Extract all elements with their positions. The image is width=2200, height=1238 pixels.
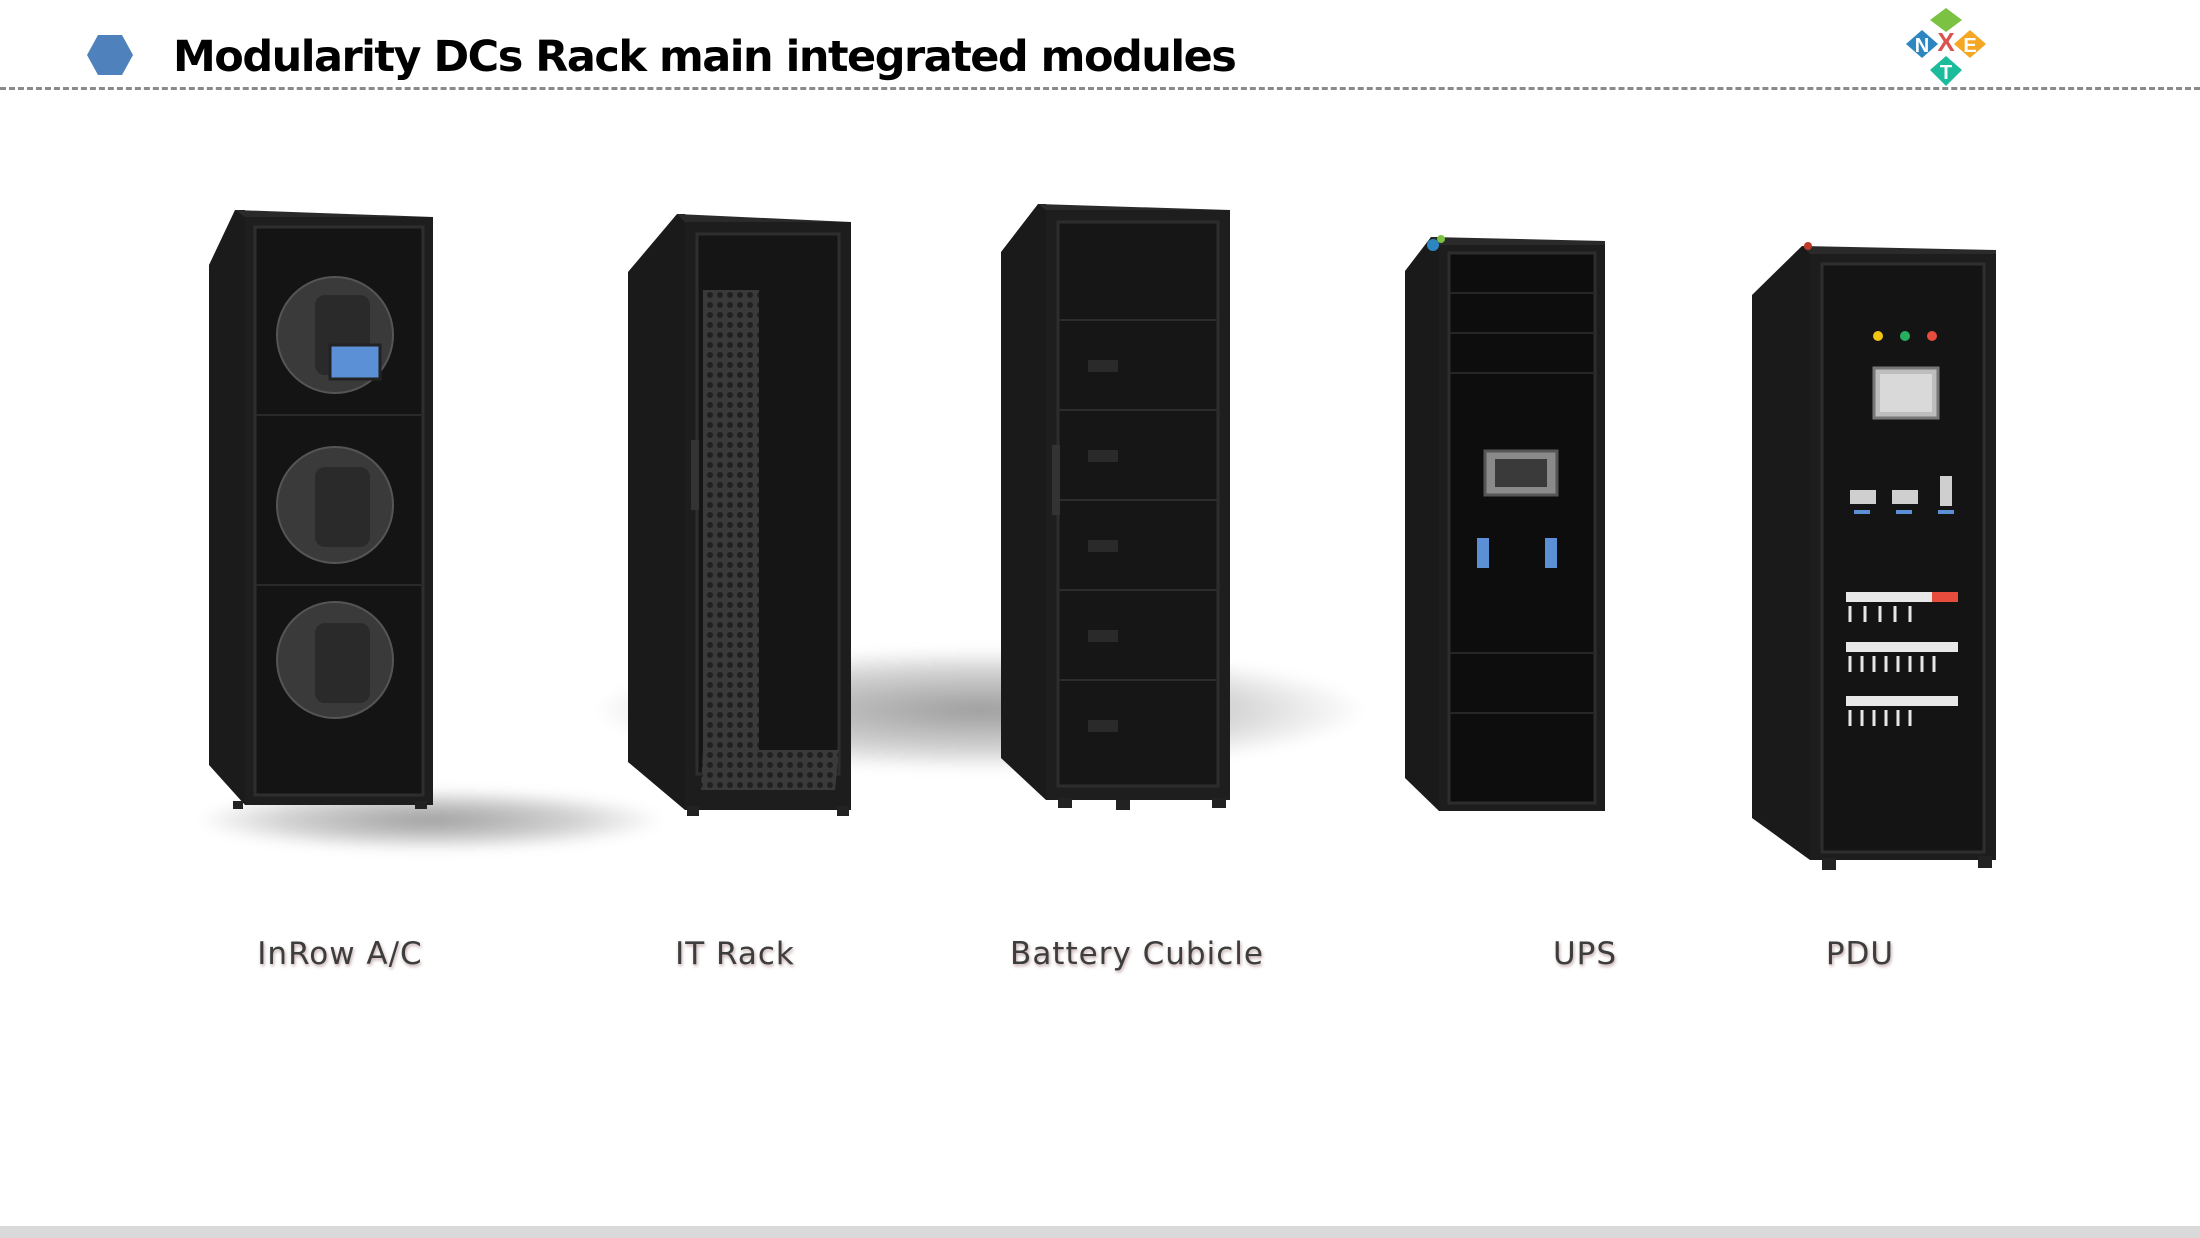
inrow-ac-cabinet-image [205,205,435,815]
svg-text:E: E [1963,35,1976,57]
ups-cabinet-image [1403,233,1608,818]
pdu-cabinet-image [1750,240,2000,880]
module-label-pdu: PDU [1825,936,1895,972]
footer-bar [0,1226,2200,1238]
svg-text:N: N [1915,35,1929,57]
it-rack-cabinet-image [625,210,855,820]
module-label-inrow-ac: InRow A/C [257,936,423,972]
module-label-ups: UPS [1552,936,1618,972]
nxt-logo-icon: N X E T [1906,8,1986,86]
header-divider [0,87,2200,90]
svg-text:T: T [1940,62,1952,84]
module-label-it-rack: IT Rack [675,936,795,972]
svg-text:X: X [1937,27,1955,57]
page-title: Modularity DCs Rack main integrated modu… [173,32,1237,82]
hexagon-bullet-icon [87,35,133,75]
module-label-battery-cubicle: Battery Cubicle [1010,936,1264,972]
battery-cubicle-cabinet-image [998,200,1233,815]
